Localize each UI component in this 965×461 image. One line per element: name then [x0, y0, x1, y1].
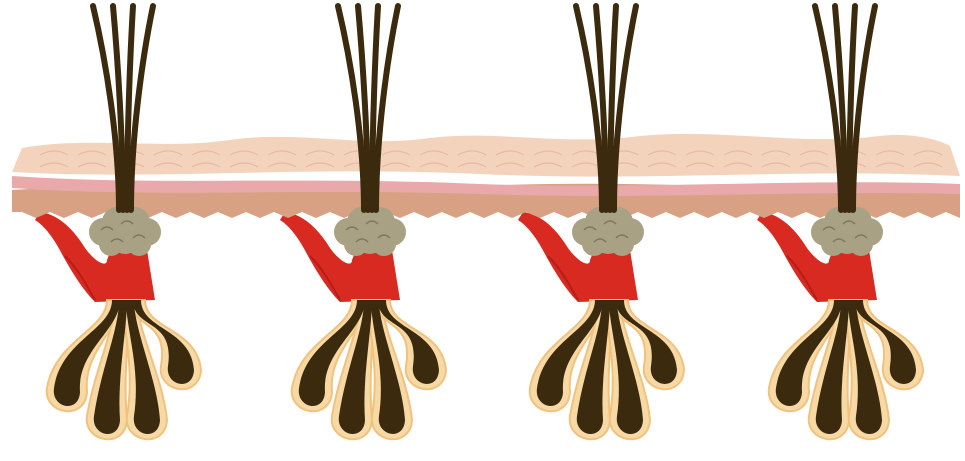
sebaceous-gland [572, 207, 644, 256]
follicle-bulbs-layer [35, 212, 923, 439]
hair-shafts [93, 6, 153, 210]
hair-shafts [815, 6, 875, 210]
skin-layer [12, 134, 960, 218]
gland-lobe [821, 232, 845, 256]
hair-shafts [338, 6, 398, 210]
gland-lobe [582, 232, 606, 256]
hair-shafts [576, 6, 636, 210]
gland-lobe [99, 232, 123, 256]
gland-lobe [344, 232, 368, 256]
